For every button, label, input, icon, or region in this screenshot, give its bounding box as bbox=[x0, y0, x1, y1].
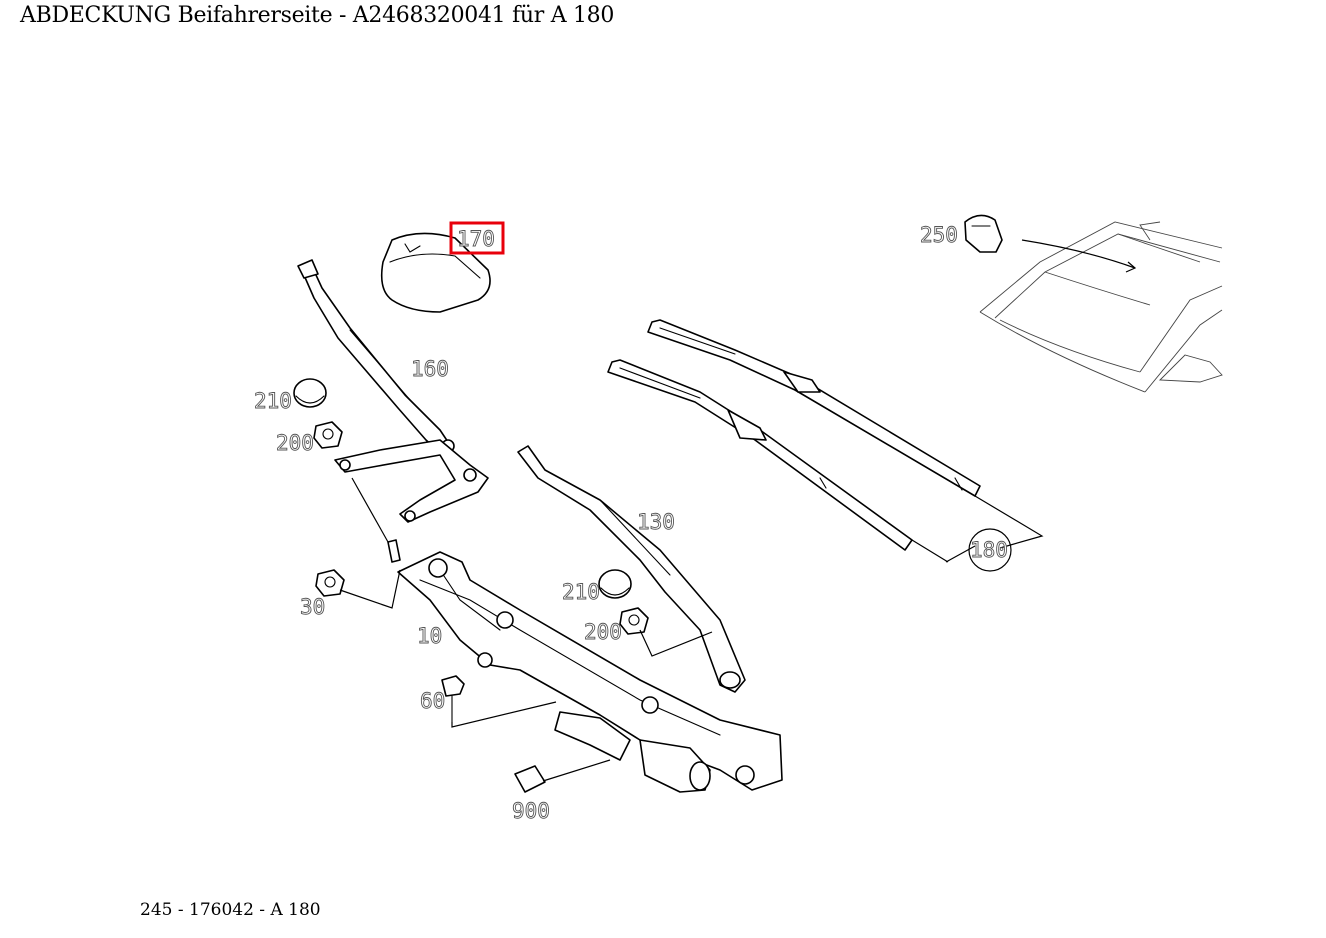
callout-210-lower[interactable]: 210 bbox=[562, 580, 601, 605]
selected-part-highlight bbox=[449, 221, 505, 255]
wiper-linkage-frame bbox=[387, 539, 783, 791]
nut-200-upper bbox=[313, 421, 343, 449]
callout-200-upper[interactable]: 200 bbox=[276, 431, 315, 456]
callout-900[interactable]: 900 bbox=[512, 799, 551, 824]
wiper-arm-right bbox=[517, 445, 746, 693]
callout-170[interactable]: 170 bbox=[457, 227, 496, 252]
callout-10[interactable]: 10 bbox=[417, 624, 443, 649]
wiper-arm-left bbox=[297, 259, 455, 457]
callout-200-lower[interactable]: 200 bbox=[584, 620, 623, 645]
bolt-60 bbox=[441, 675, 465, 723]
wiper-motor bbox=[554, 711, 711, 793]
wiper-blade-upper bbox=[647, 319, 981, 497]
nut-200-lower bbox=[619, 607, 649, 635]
cap-210-upper bbox=[293, 378, 327, 408]
callout-180[interactable]: 180 bbox=[970, 538, 1009, 563]
plug-900 bbox=[514, 765, 546, 793]
callout-130[interactable]: 130 bbox=[637, 510, 676, 535]
callout-160[interactable]: 160 bbox=[411, 357, 450, 382]
callout-30[interactable]: 30 bbox=[300, 595, 326, 620]
car-windshield-illustration bbox=[979, 221, 1223, 393]
callout-60[interactable]: 60 bbox=[420, 689, 446, 714]
nut-30 bbox=[315, 569, 345, 597]
callout-250[interactable]: 250 bbox=[920, 223, 959, 248]
sensor-250 bbox=[964, 214, 1003, 253]
wiper-blade-lower bbox=[607, 359, 913, 551]
page-title: ABDECKUNG Beifahrerseite - A2468320041 f… bbox=[20, 3, 615, 28]
diagram-reference-footer: 245 - 176042 - A 180 bbox=[140, 900, 321, 920]
leader-lines bbox=[339, 239, 1137, 782]
cap-210-lower bbox=[598, 569, 632, 599]
wiper-linkage-left bbox=[334, 439, 489, 523]
callout-210-upper[interactable]: 210 bbox=[254, 389, 293, 414]
